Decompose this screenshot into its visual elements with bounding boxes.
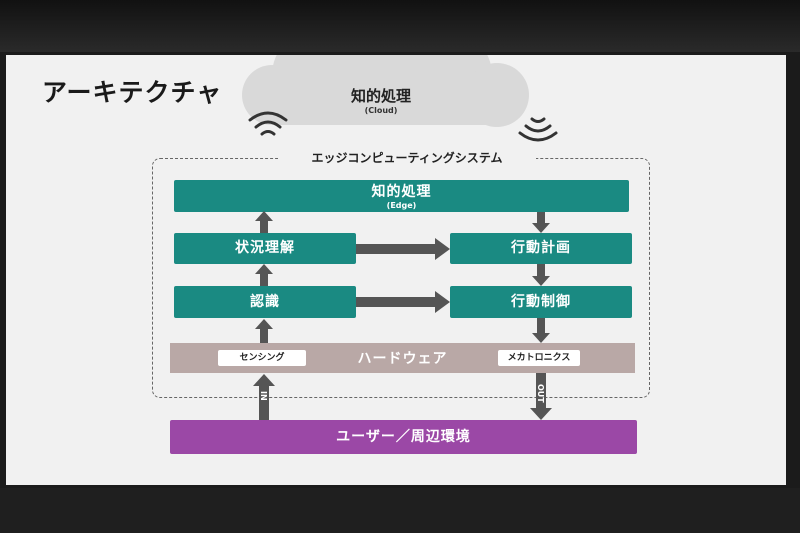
cloud-title: 知的処理 [350,87,411,105]
cloud-subtitle: (Cloud) [364,106,398,115]
edge-processing-title: 知的処理 [371,184,432,200]
arrow-down-edge-to-planning [532,212,550,233]
stage-top [0,0,800,52]
arrow-down-hardware-to-user [530,373,552,420]
edge-system-label: エッジコンピューティングシステム [278,149,536,166]
slide-title: アーキテクチャ [42,78,223,107]
control-label: 行動制御 [511,294,571,310]
flow-arrows [253,211,552,420]
situation-box: 状況理解 [174,233,356,264]
user-environment-bar: ユーザー／周辺環境 [170,420,637,454]
sensing-pill: センシング [218,350,306,366]
arrow-up-user-to-hardware [253,374,275,420]
arrow-up-recognition-to-situation [255,264,273,286]
control-box: 行動制御 [450,286,632,318]
arrow-right-recognition-to-control [356,291,450,313]
recognition-label: 認識 [250,294,280,310]
cloud-shape [242,55,529,127]
slide: 知的処理 (Cloud) アーキテクチャ エッジコンピューティングシステム 知的… [6,55,786,485]
planning-label: 行動計画 [511,240,571,256]
wifi-icon [518,117,558,142]
in-label: IN [259,391,268,401]
arrow-up-situation-to-edge [255,211,273,233]
hardware-label: ハードウェア [357,351,448,367]
stage-bottom [0,488,800,533]
planning-box: 行動計画 [450,233,632,264]
arrow-up-hardware-to-recognition [255,319,273,343]
out-label: OUT [536,384,545,403]
situation-label: 状況理解 [235,240,295,256]
recognition-box: 認識 [174,286,356,318]
wifi-icon [248,111,288,136]
arrow-right-situation-to-planning [356,238,450,260]
hardware-bar: ハードウェア センシング メカトロニクス [170,343,635,373]
mechatronics-pill: メカトロニクス [498,350,580,366]
arrow-down-planning-to-control [532,264,550,286]
arrow-down-control-to-hardware [532,318,550,343]
edge-processing-box: 知的処理 (Edge) [174,180,629,212]
edge-processing-subtitle: (Edge) [386,201,417,210]
